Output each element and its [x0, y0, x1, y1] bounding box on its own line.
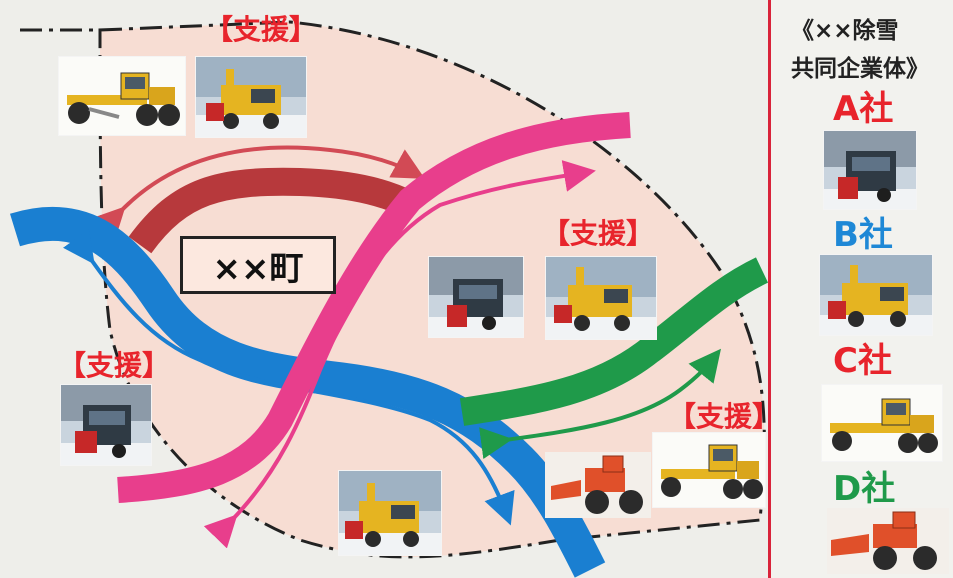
motor-grader-icon [661, 444, 763, 499]
snow-blower-photo [60, 384, 152, 466]
company-c-photo [821, 384, 943, 462]
route-d-arrow [479, 348, 721, 460]
legend-panel: 《××除雪 共同企業体》 A社 B社 C社 [768, 0, 953, 578]
wheel-loader-photo [545, 452, 651, 518]
motor-grader-photo [652, 432, 766, 508]
company-c-label: C社 [833, 341, 892, 381]
town-label: ××町 [180, 236, 336, 294]
support-label: 【支援】 [58, 349, 171, 382]
legend-title-line1: 《××除雪 [791, 18, 899, 44]
company-d-photo [827, 508, 949, 574]
wheel-loader-icon [831, 511, 937, 570]
route-c-arrow [203, 160, 596, 549]
support-label: 【支援】 [205, 13, 318, 46]
company-b-photo [819, 254, 933, 336]
company-a-photo [823, 130, 917, 210]
support-label: 【支援】 [542, 217, 655, 250]
snow-blower-truck-icon [196, 57, 306, 137]
snow-blower-photo [428, 256, 524, 338]
support-label: 【支援】 [668, 400, 781, 433]
company-b-label: B社 [833, 215, 893, 255]
snow-blower-truck-icon [824, 131, 916, 209]
company-a-label: A社 [833, 89, 894, 129]
snow-blower-truck-icon [61, 385, 151, 465]
legend-title-line2: 共同企業体》 [791, 56, 929, 82]
snow-blower-truck-icon [820, 255, 932, 335]
legend-title: 《××除雪 共同企業体》 [791, 12, 929, 88]
company-d-label: D社 [833, 469, 896, 509]
snow-blower-truck-icon [339, 471, 441, 555]
snow-blower-truck-icon [546, 257, 656, 339]
snow-blower-truck-icon [429, 257, 523, 337]
motor-grader-icon [67, 72, 180, 126]
snow-blower-photo [338, 470, 442, 556]
snow-blower-photo [195, 56, 307, 138]
motor-grader-photo [58, 56, 186, 136]
snow-blower-photo [545, 256, 657, 340]
motor-grader-icon [830, 398, 938, 453]
wheel-loader-icon [551, 455, 643, 514]
